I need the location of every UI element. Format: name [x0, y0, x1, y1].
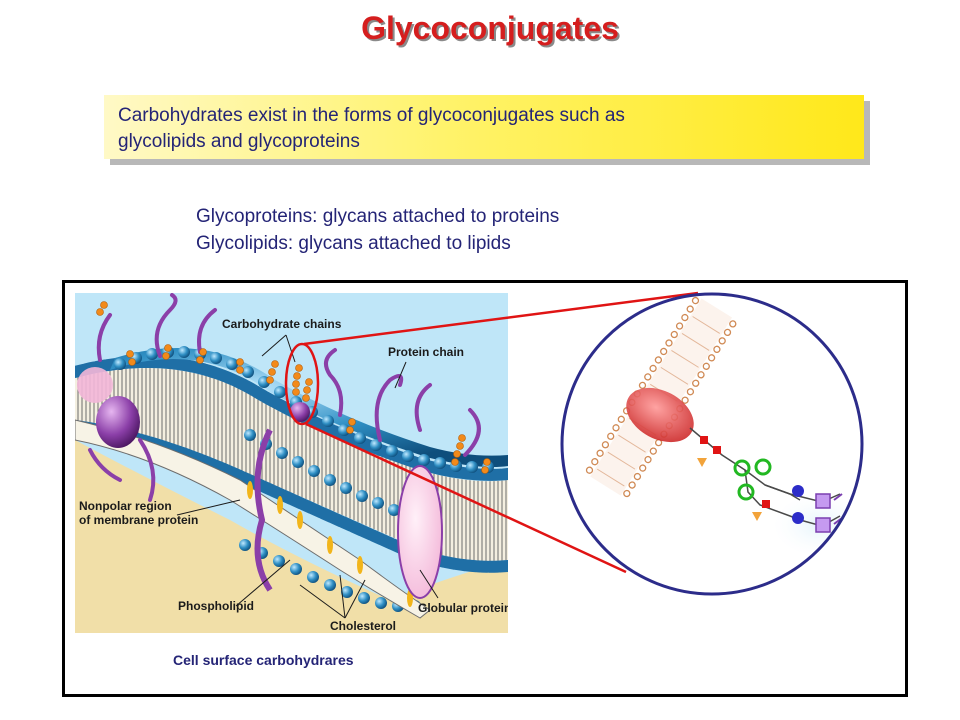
membrane-illustration: Carbohydrate chains Protein chain Nonpol… [75, 293, 511, 633]
figure-caption: Cell surface carbohydrares [173, 652, 354, 668]
label-nonpolar-line1: Nonpolar region [79, 499, 172, 513]
definitions: Glycoproteins: glycans attached to prote… [196, 203, 559, 257]
zoom-source-ellipse [284, 342, 320, 426]
page-title: Glycoconjugates [361, 10, 619, 46]
globular-protein [397, 465, 443, 599]
label-cholesterol: Cholesterol [330, 619, 396, 633]
highlight-box: Carbohydrates exist in the forms of glyc… [104, 95, 864, 159]
zoom-circle [560, 292, 864, 596]
protein-chains [88, 293, 481, 502]
carbohydrate-chain-beads [96, 301, 491, 474]
definition-glycoproteins: Glycoproteins: glycans attached to prote… [196, 206, 560, 227]
label-globular-protein: Globular protein [418, 601, 511, 615]
glycan-chain [689, 427, 843, 533]
highlight-line-2: glycolipids and glycoproteins [118, 131, 360, 152]
highlight-line-1: Carbohydrates exist in the forms of glyc… [118, 105, 625, 126]
label-carbohydrate-chains: Carbohydrate chains [222, 317, 342, 331]
zoom-line-top [303, 291, 699, 346]
membrane-protein-left [96, 396, 140, 448]
zoom-protein [626, 387, 694, 443]
definition-glycolipids: Glycolipids: glycans attached to lipids [196, 233, 511, 254]
zoom-line-bottom [305, 422, 627, 574]
label-phospholipid: Phospholipid [178, 599, 254, 613]
label-nonpolar-line2: of membrane protein [79, 513, 198, 527]
label-protein-chain: Protein chain [388, 345, 464, 359]
